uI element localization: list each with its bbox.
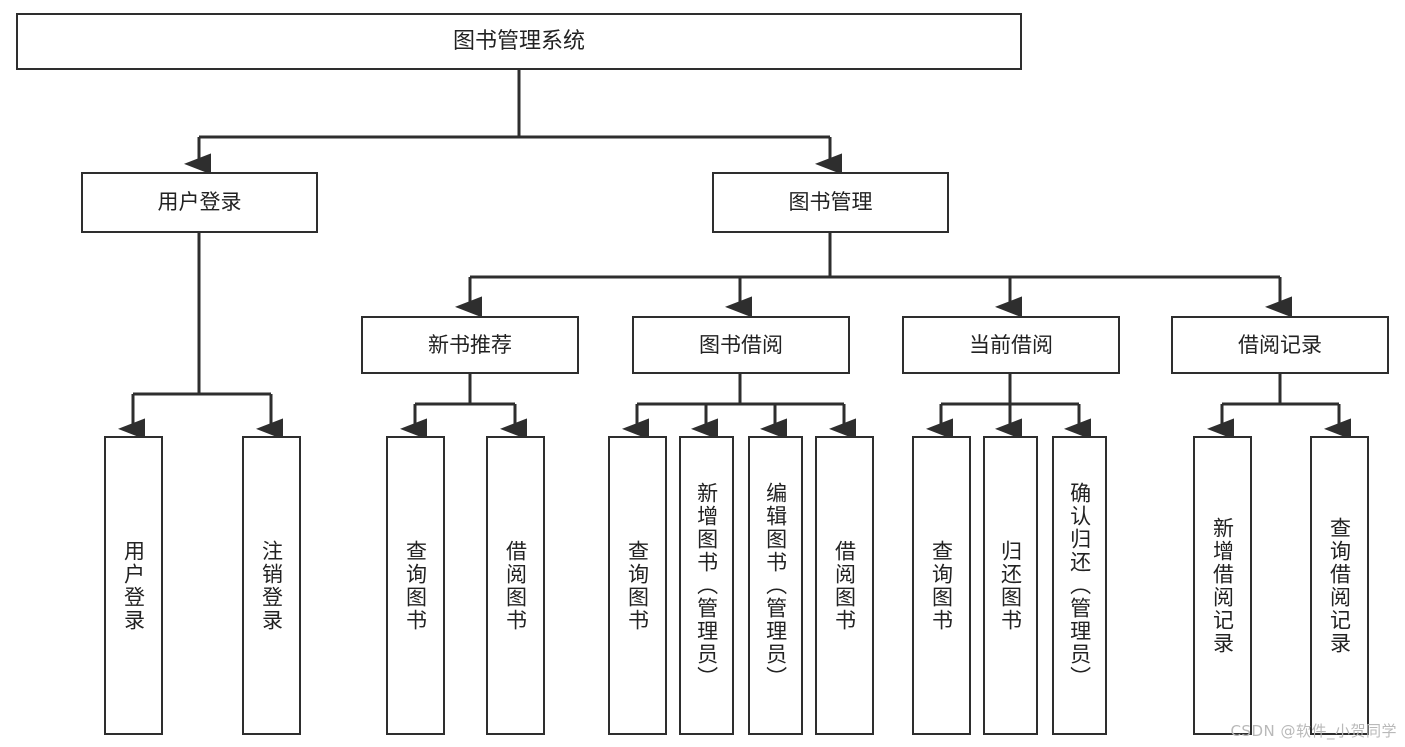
node-label: 借阅图书	[503, 539, 528, 632]
node-label: 图书借阅	[699, 332, 783, 357]
node-label: 确认归还（管理员）	[1067, 482, 1092, 689]
leaf-current-borrow-confirm-admin[interactable]: 确认归还（管理员）	[1052, 436, 1107, 735]
node-label: 查询图书	[929, 539, 954, 632]
node-label: 借阅图书	[832, 539, 857, 632]
node-label: 图书管理系统	[452, 28, 585, 54]
node-current-borrow[interactable]: 当前借阅	[902, 316, 1120, 374]
node-label: 用户登录	[121, 539, 146, 632]
node-label: 查询图书	[625, 539, 650, 632]
node-label: 编辑图书（管理员）	[763, 482, 788, 689]
node-borrow-record[interactable]: 借阅记录	[1171, 316, 1389, 374]
leaf-current-borrow-return[interactable]: 归还图书	[983, 436, 1038, 735]
node-new-book-recommend[interactable]: 新书推荐	[361, 316, 579, 374]
node-book-borrow[interactable]: 图书借阅	[632, 316, 850, 374]
leaf-book-borrow-borrow[interactable]: 借阅图书	[815, 436, 874, 735]
node-label: 图书管理	[788, 190, 873, 215]
node-user-login[interactable]: 用户登录	[81, 172, 318, 233]
leaf-book-borrow-query[interactable]: 查询图书	[608, 436, 667, 735]
node-root-book-management-system[interactable]: 图书管理系统	[16, 13, 1022, 70]
node-label: 查询借阅记录	[1327, 516, 1352, 655]
leaf-user-login-signin[interactable]: 用户登录	[104, 436, 163, 735]
leaf-current-borrow-query[interactable]: 查询图书	[912, 436, 971, 735]
node-label: 当前借阅	[969, 332, 1053, 357]
node-label: 新书推荐	[428, 332, 512, 357]
leaf-new-book-query[interactable]: 查询图书	[386, 436, 445, 735]
node-label: 借阅记录	[1238, 332, 1322, 357]
leaf-borrow-record-add[interactable]: 新增借阅记录	[1193, 436, 1252, 735]
leaf-book-borrow-edit-admin[interactable]: 编辑图书（管理员）	[748, 436, 803, 735]
watermark-text: CSDN @软件_小贺同学	[1230, 722, 1397, 740]
leaf-user-login-signout[interactable]: 注销登录	[242, 436, 301, 735]
leaf-new-book-borrow[interactable]: 借阅图书	[486, 436, 545, 735]
node-label: 新增图书（管理员）	[694, 482, 719, 689]
node-label: 新增借阅记录	[1210, 516, 1235, 655]
node-label: 用户登录	[157, 190, 242, 215]
node-book-management[interactable]: 图书管理	[712, 172, 949, 233]
leaf-borrow-record-query[interactable]: 查询借阅记录	[1310, 436, 1369, 735]
node-label: 查询图书	[403, 539, 428, 632]
node-label: 注销登录	[259, 539, 284, 632]
node-label: 归还图书	[998, 539, 1023, 632]
leaf-book-borrow-add-admin[interactable]: 新增图书（管理员）	[679, 436, 734, 735]
